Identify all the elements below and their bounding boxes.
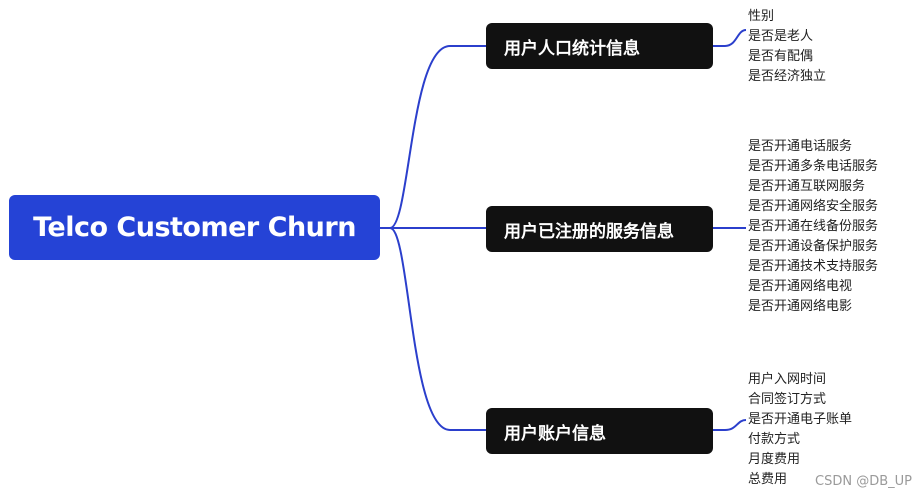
leaf-item: 性别 bbox=[748, 9, 775, 24]
leaf-item: 是否是老人 bbox=[748, 29, 814, 44]
leaf-item: 是否开通网络安全服务 bbox=[748, 199, 879, 214]
leaf-item: 总费用 bbox=[748, 472, 788, 487]
leaf-item: 是否开通技术支持服务 bbox=[748, 259, 879, 274]
connector-root-b3 bbox=[380, 227, 486, 431]
leaf-item: 是否开通网络电影 bbox=[748, 299, 853, 314]
leaf-list-account: 用户入网时间 合同签订方式 是否开通电子账单 付款方式 月度费用 总费用 bbox=[748, 370, 852, 490]
leaf-item: 合同签订方式 bbox=[748, 392, 827, 407]
branch-services: 用户已注册的服务信息 bbox=[486, 206, 713, 252]
leaf-item: 月度费用 bbox=[748, 452, 801, 467]
connector-root-b1 bbox=[380, 45, 486, 229]
watermark: CSDN @DB_UP bbox=[815, 474, 912, 489]
leaf-item: 是否开通多条电话服务 bbox=[748, 159, 879, 174]
leaf-item: 是否开通在线备份服务 bbox=[748, 219, 879, 234]
leaf-item: 是否开通互联网服务 bbox=[748, 179, 866, 194]
leaf-item: 是否开通电子账单 bbox=[748, 412, 853, 427]
root-node: Telco Customer Churn bbox=[9, 195, 380, 260]
connector-b1-leaves bbox=[713, 29, 747, 47]
leaf-item: 是否经济独立 bbox=[748, 69, 827, 84]
leaf-item: 是否开通网络电视 bbox=[748, 279, 853, 294]
branch-label: 用户账户信息 bbox=[504, 423, 606, 444]
leaf-item: 是否有配偶 bbox=[748, 49, 814, 64]
leaf-item: 是否开通设备保护服务 bbox=[748, 239, 879, 254]
leaf-item: 是否开通电话服务 bbox=[748, 139, 853, 154]
leaf-list-services: 是否开通电话服务 是否开通多条电话服务 是否开通互联网服务 是否开通网络安全服务… bbox=[748, 137, 878, 317]
branch-label: 用户已注册的服务信息 bbox=[504, 221, 674, 242]
leaf-item: 付款方式 bbox=[748, 432, 801, 447]
leaf-list-demographics: 性别 是否是老人 是否有配偶 是否经济独立 bbox=[748, 7, 826, 87]
branch-account: 用户账户信息 bbox=[486, 408, 713, 454]
connector-b3-leaves bbox=[713, 419, 747, 431]
branch-demographics: 用户人口统计信息 bbox=[486, 23, 713, 69]
root-label: Telco Customer Churn bbox=[33, 212, 356, 243]
branch-label: 用户人口统计信息 bbox=[504, 38, 640, 59]
leaf-item: 用户入网时间 bbox=[748, 372, 827, 387]
